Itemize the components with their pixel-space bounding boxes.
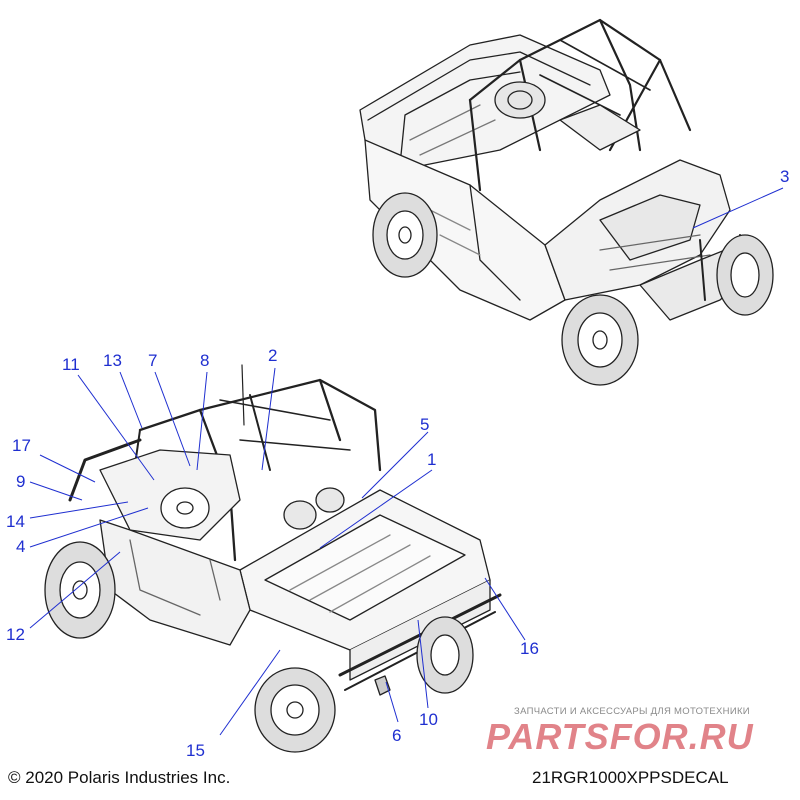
callout-10: 10 — [419, 710, 438, 729]
front-view-tire-rear-left — [372, 192, 438, 278]
rear-view-tire-front-left — [44, 541, 116, 639]
diagram-code: 21RGR1000XPPSDECAL — [532, 768, 729, 787]
rear-view-tire-rear-left — [254, 667, 336, 753]
callout-16: 16 — [520, 639, 539, 658]
rear-view-tire-rear-right — [416, 616, 474, 694]
callout-8: 8 — [200, 351, 210, 370]
callout-11: 11 — [62, 355, 80, 374]
callout-12: 12 — [6, 625, 25, 644]
front-view-tire-front-left — [561, 294, 639, 386]
callout-7: 7 — [148, 351, 158, 370]
watermark-tagline: ЗАПЧАСТИ И АКСЕССУАРЫ ДЛЯ МОТОТЕХНИКИ — [514, 706, 750, 717]
vehicle-rear-view — [44, 364, 502, 753]
callout-2: 2 — [268, 346, 278, 365]
front-view-tire-front-right — [716, 234, 774, 316]
callout-3: 3 — [780, 167, 790, 186]
vehicle-front-view — [359, 18, 774, 386]
callout-17: 17 — [12, 436, 31, 455]
callout-15: 15 — [186, 741, 205, 760]
callout-14: 14 — [6, 512, 25, 531]
callout-13: 13 — [103, 351, 122, 370]
watermark-logo: PARTSFOR.RU — [486, 716, 754, 757]
callout-4: 4 — [16, 537, 26, 556]
callout-6: 6 — [392, 726, 402, 745]
callout-9: 9 — [16, 472, 26, 491]
callout-1: 1 — [427, 450, 437, 469]
leader-lines — [29, 187, 784, 736]
callout-5: 5 — [420, 415, 430, 434]
copyright-text: © 2020 Polaris Industries Inc. — [8, 768, 231, 787]
